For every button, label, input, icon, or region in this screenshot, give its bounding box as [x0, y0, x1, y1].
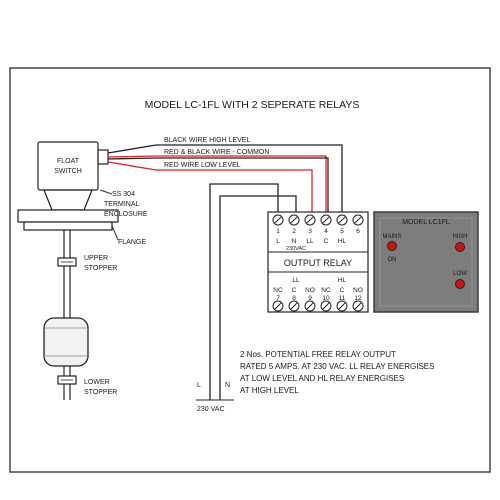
supply-wire-n [219, 195, 297, 400]
upper-stopper-label-2: STOPPER [84, 265, 117, 272]
bottom-terminal-label: C [340, 287, 345, 294]
top-terminal-3-screw-slot [306, 216, 314, 224]
wire-low-level [107, 161, 313, 212]
flange-lower [23, 221, 113, 231]
on-label: ON [388, 257, 397, 263]
float-ball [43, 317, 89, 367]
bottom-terminal-11-screw-slot [338, 302, 346, 310]
top-terminal-label: L [276, 238, 280, 245]
supply-voltage: 230 VAC [197, 406, 225, 413]
terminal-enclosure [37, 141, 99, 191]
enclosure-label-1: SS 304 [112, 191, 135, 198]
bottom-terminal-label: NO [353, 287, 363, 294]
bottom-terminal-number: 7 [276, 295, 280, 302]
upper-stopper-label-1: UPPER [84, 255, 108, 262]
bottom-terminal-label: NO [305, 287, 315, 294]
top-terminal-number: 2 [292, 228, 296, 235]
top-terminal-number: 5 [340, 228, 344, 235]
float-switch-assembly: FLOAT SWITCH SS 304 TERMINAL ENCLOSURE F… [17, 141, 148, 400]
wire-common-red [107, 155, 327, 212]
wire-high-label: BLACK WIRE HIGH LEVEL [164, 137, 250, 144]
high-label: HIGH [453, 234, 468, 240]
low-lamp [455, 279, 465, 289]
bottom-terminal-label: NC [273, 287, 283, 294]
cable-gland [97, 149, 109, 165]
float-switch-label-1: FLOAT [57, 158, 80, 165]
mains-label: MAINS [382, 234, 401, 240]
top-terminal-number: 3 [308, 228, 312, 235]
flange [17, 209, 119, 223]
low-label: LOW [453, 271, 467, 277]
wire-common-black [107, 157, 329, 212]
top-terminal-label: HL [338, 238, 347, 245]
bottom-terminal-number: 10 [322, 295, 330, 302]
panel-body [373, 211, 479, 313]
lower-stopper-label-1: LOWER [84, 379, 110, 386]
supply-wires: L N 230 VAC [196, 183, 297, 413]
mains-lamp [387, 241, 397, 251]
signal-wires: BLACK WIRE HIGH LEVEL RED & BLACK WIRE -… [107, 137, 343, 212]
lower-stopper-label-2: STOPPER [84, 389, 117, 396]
top-terminal-5-screw-slot [338, 216, 346, 224]
control-panel: MODEL LC1FL MAINS ON HIGH LOW [373, 211, 479, 313]
bottom-terminal-8-screw-slot [290, 302, 298, 310]
top-terminal-4-screw-slot [322, 216, 330, 224]
supply-label: 230VAC [286, 246, 306, 252]
group-hl-label: HL [338, 277, 347, 284]
bottom-terminal-number: 9 [308, 295, 312, 302]
top-terminal-1-screw-slot [274, 216, 282, 224]
relay-body [267, 211, 369, 313]
float-switch-label-2: SWITCH [54, 168, 82, 175]
panel-title: MODEL LC1FL [402, 219, 450, 226]
bottom-terminal-number: 12 [354, 295, 362, 302]
enclosure-neck [43, 189, 93, 211]
supply-n-label: N [225, 382, 230, 389]
enclosure-label-2: TERMINAL [104, 201, 140, 208]
supply-l-label: L [197, 382, 201, 389]
wire-common-label: RED & BLACK WIRE - COMMON [164, 149, 269, 156]
note-line-2: RATED 5 AMPS. AT 230 VAC. LL RELAY ENERG… [240, 362, 434, 371]
note-line-4: AT HIGH LEVEL [240, 386, 299, 395]
relay-note: 2 Nos. POTENTIAL FREE RELAY OUTPUT RATED… [240, 350, 434, 395]
top-terminal-label: LL [306, 238, 314, 245]
top-terminal-number: 6 [356, 228, 360, 235]
bottom-terminal-number: 8 [292, 295, 296, 302]
top-terminal-6-screw-slot [354, 216, 362, 224]
relay-title: OUTPUT RELAY [284, 258, 352, 268]
bottom-terminal-label: C [292, 287, 297, 294]
enclosure-label-3: ENCLOSURE [104, 211, 148, 218]
top-terminal-number: 4 [324, 228, 328, 235]
bottom-terminal-7-screw-slot [274, 302, 282, 310]
group-ll-label: LL [292, 277, 300, 284]
high-lamp [455, 242, 465, 252]
bottom-terminal-9-screw-slot [306, 302, 314, 310]
diagram-title: MODEL LC-1FL WITH 2 SEPERATE RELAYS [145, 99, 360, 111]
top-terminal-number: 1 [276, 228, 280, 235]
top-terminal-2-screw-slot [290, 216, 298, 224]
note-line-1: 2 Nos. POTENTIAL FREE RELAY OUTPUT [240, 350, 396, 359]
bottom-terminal-label: NC [321, 287, 331, 294]
supply-wire-l [209, 183, 279, 400]
top-terminal-label: C [324, 238, 329, 245]
wire-high-level [107, 144, 343, 212]
bottom-terminal-10-screw-slot [322, 302, 330, 310]
top-terminal-label: N [292, 238, 297, 245]
wire-low-label: RED WIRE LOW LEVEL [164, 162, 241, 169]
output-relay-block: OUTPUT RELAY 230VAC LL HL 1LNC72NC83LLNO… [267, 211, 369, 313]
bottom-terminal-number: 11 [339, 295, 346, 302]
note-line-3: AT LOW LEVEL AND HL RELAY ENERGISES [240, 374, 404, 383]
bottom-terminal-12-screw-slot [354, 302, 362, 310]
flange-label: FLANGE [118, 239, 146, 246]
